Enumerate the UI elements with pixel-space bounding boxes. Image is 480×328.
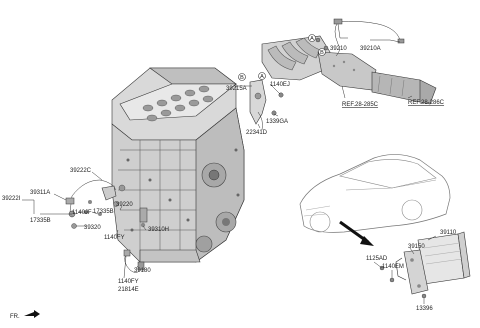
label-39210A: 39210A [360,46,381,52]
label-39210: 39210 [330,46,347,52]
svg-text:A: A [310,36,314,42]
label-39220: 39220 [116,202,133,208]
front-arrow-icon [24,310,40,318]
engine-block [111,67,245,263]
label-39222I: 39222I [2,196,21,202]
callout-a-1: A [308,34,316,42]
label-13396: 13396 [416,306,433,312]
label-39150: 39150 [408,244,425,250]
label-1140FY-b: 1140FY [118,279,139,285]
svg-text:A: A [260,74,264,80]
label-1140EM: 1140EM [382,264,404,270]
leader-lines [22,23,437,304]
label-fr: FR. [10,314,20,320]
vehicle-illustration [299,154,451,233]
label-ref-28-285C: REF.28-285C [342,102,379,108]
label-39311A: 39311A [30,190,50,196]
label-39215A: 39215A [226,86,247,92]
callout-b-2: B [238,73,246,81]
label-21814E: 21814E [118,287,139,293]
front-direction-indicator: FR. [10,310,40,320]
label-1140JF: 1140JF [72,210,92,216]
label-1125AD: 1125AD [366,256,388,262]
label-39180: 39180 [134,268,151,274]
label-17335B-a: 17335B [30,218,51,224]
knock-sensor-wiring [65,179,126,229]
svg-text:B: B [320,50,324,56]
label-1339GA: 1339GA [266,119,288,125]
label-ref-28-286C: REF.28-286C [408,100,445,106]
part-labels: 39210 39210A 39215A 1140EJ 1339GA 22341D… [2,46,457,312]
crank-sensor-39310H [139,207,148,228]
label-39320: 39320 [84,225,101,231]
ecu-location-arrow [339,220,374,246]
label-39222C: 39222C [70,168,92,174]
label-1140FY-a: 1140FY [104,235,125,241]
ecu-assembly [379,231,471,299]
label-17335B-b: 17335B [93,209,114,215]
exhaust-manifold [261,35,437,105]
callout-a-2: A [258,72,266,80]
label-22341D: 22341D [246,130,268,136]
o2-sensor-wiring-top [315,18,405,57]
label-39110: 39110 [440,230,457,236]
label-39310H: 39310H [148,227,169,233]
label-1140EJ: 1140EJ [270,82,290,88]
svg-text:B: B [240,75,244,81]
callout-b-1: B [318,48,326,56]
